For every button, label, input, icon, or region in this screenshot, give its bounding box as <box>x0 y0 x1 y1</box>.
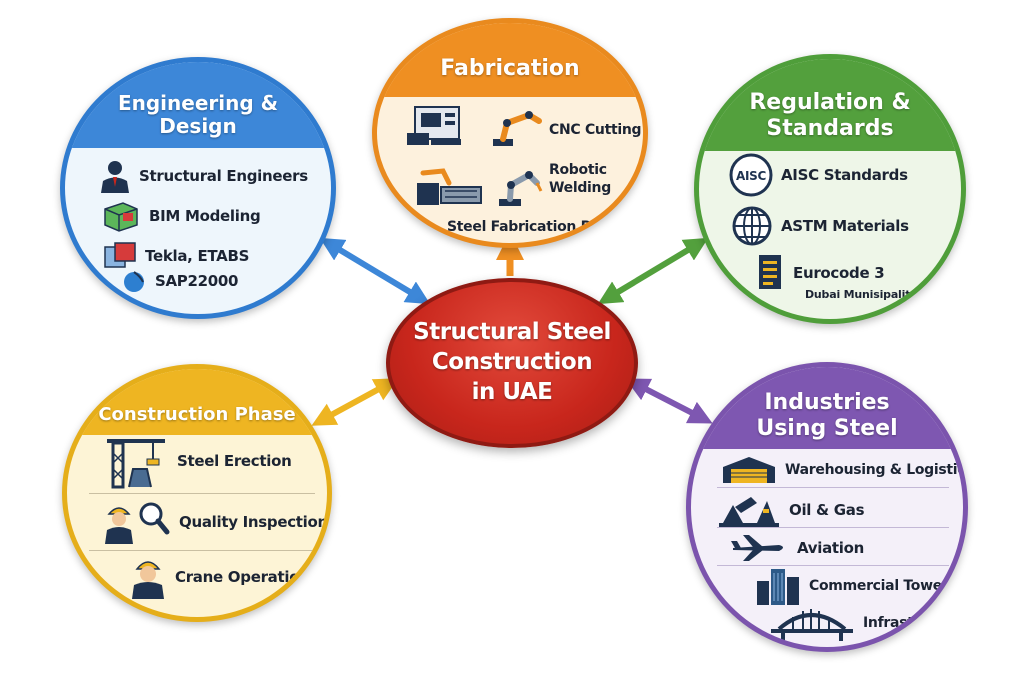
oil-rig-icon <box>719 497 779 527</box>
bim-model-icon <box>104 202 138 232</box>
document-stack-icon <box>759 255 781 289</box>
arrow-engineering <box>319 237 431 305</box>
construction-divider-1 <box>89 493 315 494</box>
industries-divider-2 <box>717 527 949 528</box>
industries-item-oil-gas: Oil & Gas <box>717 493 865 527</box>
arrow-construction <box>311 378 399 426</box>
center-node: Structural Steel Construction in UAE <box>386 278 638 448</box>
cnc-machine-icon <box>407 106 461 145</box>
regulation-item-dubai-municipality: Dubai Munisipality <box>805 288 918 301</box>
construction-title-band: Construction Phase <box>67 369 327 435</box>
industries-item-warehousing: Warehousing & Logistics <box>721 455 963 485</box>
fabrication-item-cnc-cutting: CNC Cutting <box>549 122 642 138</box>
warehouse-icon <box>723 457 775 483</box>
regulation-item-eurocode: Eurocode 3 <box>757 253 885 293</box>
construction-item-steel-erection: Steel Erection <box>103 433 292 489</box>
robotic-arm-cnc-icon <box>493 111 542 146</box>
center-title: Structural Steel Construction in UAE <box>413 319 611 405</box>
construction-item-quality-inspection: Quality Inspection <box>103 500 327 544</box>
industries-title: Industries Using Steel <box>756 390 898 441</box>
airplane-icon <box>731 535 783 561</box>
engineering-item-structural-engineers: Structural Engineers <box>99 159 308 193</box>
engineering-item-bim-modeling: BIM Modeling <box>101 199 261 233</box>
arrow-regulation <box>597 237 709 305</box>
aisc-seal-icon: AISC <box>729 153 773 197</box>
industries-divider-1 <box>717 487 949 488</box>
software-window-icon <box>104 242 136 268</box>
industries-divider-3 <box>717 565 949 566</box>
fabrication-title: Fabrication <box>440 55 580 81</box>
svg-text:AISC: AISC <box>736 169 766 183</box>
tower-crane-icon <box>107 439 165 489</box>
towers-icon <box>757 569 799 605</box>
construction-divider-2 <box>89 550 315 551</box>
engineering-item-sap2000: SAP22000 <box>121 269 239 293</box>
crane-operator-icon <box>132 561 164 599</box>
construction-phase-node: Construction Phase Steel Erection Qualit… <box>62 364 332 622</box>
construction-title: Construction Phase <box>98 404 296 426</box>
industries-item-aviation: Aviation <box>729 533 864 563</box>
sap-logo-icon <box>124 271 144 292</box>
engineering-title-band: Engineering & Design <box>65 62 331 148</box>
industries-title-band: Industries Using Steel <box>691 367 963 449</box>
regulation-item-aisc: AISC AISC Standards <box>729 153 908 197</box>
regulation-title-band: Regulation & Standards <box>699 59 961 151</box>
regulation-title: Regulation & Standards <box>749 90 911 141</box>
fabrication-line-icon <box>417 168 482 205</box>
inspector-magnifier-icon <box>105 502 170 544</box>
industries-node: Industries Using Steel Warehousing & Log… <box>686 362 968 652</box>
fabrication-node: Fabrication CNC Cutting Robotic Welding … <box>372 18 648 248</box>
industries-item-infrastructure: Infrastructure <box>769 605 963 641</box>
engineering-item-tekla-etabs: Tekla, ETABS <box>103 241 249 271</box>
fabrication-item-steel-plants: Steel Fabrication Plants <box>447 219 629 235</box>
construction-item-crane-operations: Crane Operations <box>129 555 319 599</box>
industries-item-commercial-towers: Commercial Towers <box>755 567 957 605</box>
regulation-standards-node: Regulation & Standards AISC AISC Standar… <box>694 54 966 324</box>
fabrication-title-band: Fabrication <box>377 23 643 97</box>
engineering-title: Engineering & Design <box>117 91 279 138</box>
astm-globe-icon <box>732 206 772 246</box>
fabrication-item-robotic-welding: Robotic Welding <box>549 162 611 197</box>
robotic-welding-icon <box>499 171 543 206</box>
regulation-item-astm: ASTM Materials <box>731 205 909 247</box>
engineering-design-node: Engineering & Design Structural Engineer… <box>60 57 336 319</box>
engineer-person-icon <box>101 161 129 193</box>
bridge-icon <box>771 609 853 641</box>
